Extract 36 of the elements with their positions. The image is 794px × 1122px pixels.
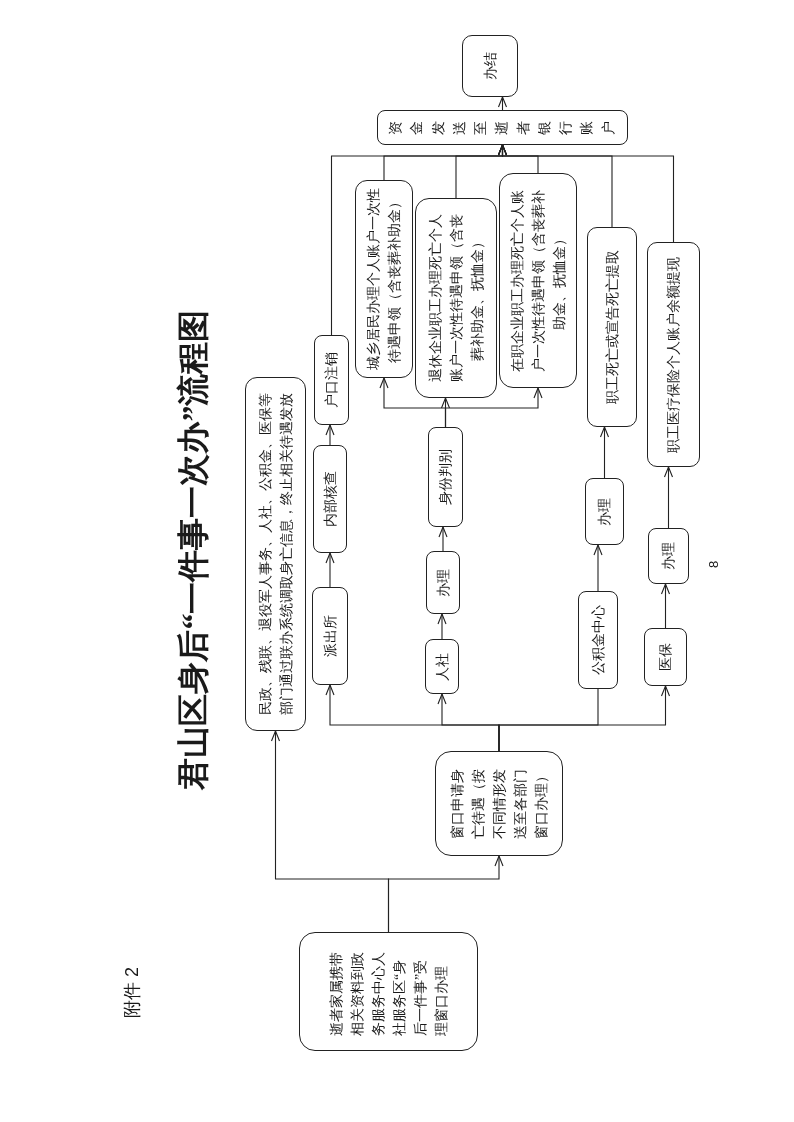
process-box: 内部核查 [313,445,347,553]
process-box: 人社 [425,639,459,694]
process-box: 办理 [426,551,460,614]
process-box: 公积金中心 [578,591,618,689]
process-box: 户口注销 [314,335,349,425]
arrow [593,544,603,592]
process-box: 民政、残联、退役军人事务、人社、公积金、医保等部门通过联办系统调取身亡信息，终止相关待遇发放 [245,377,306,731]
process-box: 办结 [462,35,518,97]
page-number: 8 [706,560,722,568]
process-box: 身份判别 [428,427,463,527]
process-box: 职工医疗保险个人账户余额提现 [647,242,700,467]
arrow [599,426,610,479]
process-box: 逝者家属携带相关资料到政务服务中心人社服务区“身后一件事”受理窗口办理 [299,932,478,1051]
arrow [325,552,335,588]
process-box: 退休企业职工办理死亡个人账户一次性待遇申领（含丧葬补助金、抚恤金） [415,198,497,398]
process-box: 窗口申请身亡待遇（按不同情形发送至各部门窗口办理） [435,751,563,856]
arrow [438,526,448,552]
arrow [387,855,504,933]
process-box: 在职企业职工办理死亡个人账户一次性待遇申领（含丧葬补助金、抚恤金） [499,173,577,388]
title: 君山区身后“一件事一次办”流程图 [174,308,212,792]
arrow [437,613,447,640]
process-box: 医保 [644,628,687,686]
arrow [663,466,674,529]
process-box: 派出所 [312,587,348,685]
process-box: 城乡居民办理个人账户一次性待遇申领（含丧葬补助金） [355,180,413,378]
process-box: 职工死亡或宣告死亡提取 [587,227,637,427]
annex-label: 附件 2 [122,967,143,1018]
arrow [325,424,335,446]
process-box: 办理 [585,478,624,545]
arrow [497,144,675,243]
arrow [660,583,671,629]
arrow [444,387,543,428]
arrow [497,96,508,111]
process-box: 办理 [648,528,689,584]
arrow [498,685,671,752]
process-box: 资金发送至逝者银行账户 [377,110,628,145]
